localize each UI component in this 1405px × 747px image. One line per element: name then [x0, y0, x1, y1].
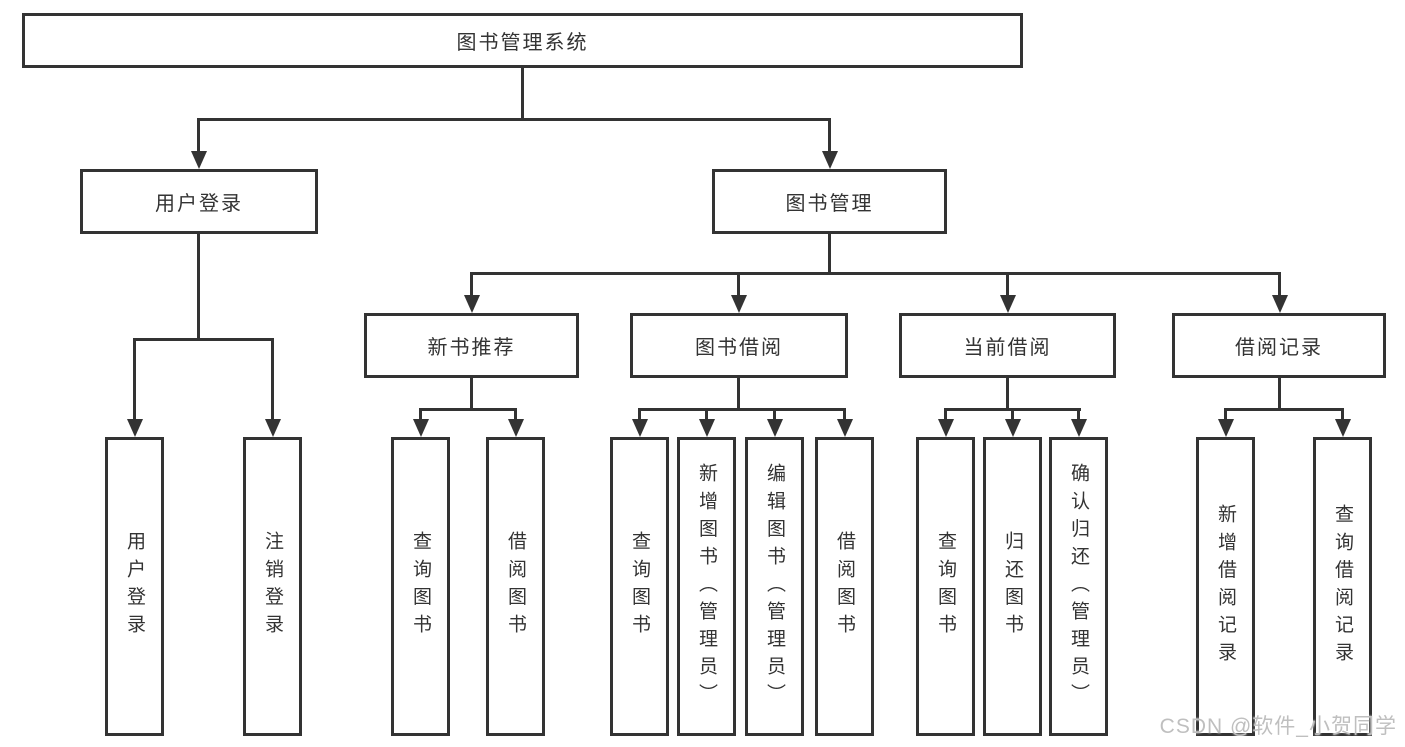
node-label: 用户登录 — [155, 193, 243, 215]
arrowhead-down-icon — [767, 419, 783, 437]
leaf-confirm-return-admin: 确认归还（管理员） — [1049, 437, 1108, 736]
node-label: 图书管理 — [785, 193, 874, 215]
connector-line — [197, 234, 200, 341]
connector-line — [737, 378, 740, 411]
connector-line — [197, 118, 200, 153]
leaf-user-login: 用户登录 — [105, 437, 164, 736]
leaf-label: 查询图书 — [629, 531, 650, 642]
leaf-label: 借阅图书 — [834, 531, 855, 642]
connector-line — [843, 408, 846, 421]
connector-line — [1006, 272, 1009, 297]
connector-line — [773, 408, 776, 421]
connector-line — [271, 338, 274, 421]
arrowhead-down-icon — [632, 419, 648, 437]
arrowhead-down-icon — [127, 419, 143, 437]
arrowhead-down-icon — [413, 419, 429, 437]
node-label: 借阅记录 — [1235, 337, 1323, 359]
leaf-query-books-2: 查询图书 — [610, 437, 669, 736]
connector-line — [705, 408, 708, 421]
connector-line — [1341, 408, 1344, 421]
connector-line — [133, 338, 136, 421]
connector-line — [1224, 408, 1344, 411]
connector-line — [419, 408, 517, 411]
arrowhead-down-icon — [822, 151, 838, 169]
node-root-label: 图书管理系统 — [456, 32, 589, 54]
connector-line — [828, 118, 831, 153]
arrowhead-down-icon — [699, 419, 715, 437]
arrowhead-down-icon — [1335, 419, 1351, 437]
node-label: 当前借阅 — [963, 337, 1052, 359]
connector-line — [737, 272, 740, 297]
leaf-label: 编辑图书（管理员） — [764, 462, 785, 711]
connector-line — [514, 408, 517, 421]
leaf-add-borrow-record: 新增借阅记录 — [1196, 437, 1255, 736]
leaf-query-books-1: 查询图书 — [391, 437, 450, 736]
leaf-label: 新增图书（管理员） — [696, 462, 717, 711]
leaf-label: 注销登录 — [262, 531, 283, 642]
connector-line — [1011, 408, 1014, 421]
connector-line — [521, 68, 524, 121]
leaf-query-borrow-record: 查询借阅记录 — [1313, 437, 1372, 736]
connector-line — [638, 408, 846, 411]
leaf-borrow-books-1: 借阅图书 — [486, 437, 545, 736]
connector-line — [470, 378, 473, 411]
arrowhead-down-icon — [837, 419, 853, 437]
connector-line — [1077, 408, 1080, 421]
node-book-management-module: 图书管理 — [712, 169, 947, 234]
leaf-label: 归还图书 — [1002, 531, 1023, 642]
leaf-label: 确认归还（管理员） — [1068, 462, 1089, 711]
arrowhead-down-icon — [265, 419, 281, 437]
connector-line — [198, 118, 831, 121]
node-current-borrowing: 当前借阅 — [899, 313, 1116, 378]
arrowhead-down-icon — [731, 295, 747, 313]
leaf-label: 新增借阅记录 — [1215, 503, 1236, 670]
arrowhead-down-icon — [508, 419, 524, 437]
leaf-edit-books-admin: 编辑图书（管理员） — [745, 437, 804, 736]
arrowhead-down-icon — [191, 151, 207, 169]
arrowhead-down-icon — [1005, 419, 1021, 437]
node-root: 图书管理系统 — [22, 13, 1023, 68]
node-label: 图书借阅 — [695, 337, 783, 359]
connector-line — [470, 272, 1281, 275]
connector-line — [828, 234, 831, 275]
leaf-return-books: 归还图书 — [983, 437, 1042, 736]
connector-line — [419, 408, 422, 421]
node-borrowing-records: 借阅记录 — [1172, 313, 1386, 378]
arrowhead-down-icon — [938, 419, 954, 437]
arrowhead-down-icon — [1218, 419, 1234, 437]
leaf-borrow-books-2: 借阅图书 — [815, 437, 874, 736]
node-label: 新书推荐 — [427, 337, 516, 359]
leaf-add-books-admin: 新增图书（管理员） — [677, 437, 736, 736]
leaf-logout: 注销登录 — [243, 437, 302, 736]
csdn-watermark: CSDN @软件_小贺同学 — [1159, 715, 1397, 738]
leaf-query-books-3: 查询图书 — [916, 437, 975, 736]
connector-line — [1224, 408, 1227, 421]
connector-line — [1278, 272, 1281, 297]
leaf-label: 查询图书 — [410, 531, 431, 642]
leaf-label: 查询借阅记录 — [1332, 503, 1353, 670]
connector-line — [133, 338, 274, 341]
leaf-label: 借阅图书 — [505, 531, 526, 642]
connector-line — [638, 408, 641, 421]
connector-line — [470, 272, 473, 297]
node-new-book-recommend: 新书推荐 — [364, 313, 579, 378]
node-book-borrowing: 图书借阅 — [630, 313, 848, 378]
connector-line — [1006, 378, 1009, 411]
leaf-label: 用户登录 — [124, 531, 145, 642]
arrowhead-down-icon — [1071, 419, 1087, 437]
leaf-label: 查询图书 — [935, 531, 956, 642]
connector-line — [944, 408, 947, 421]
arrowhead-down-icon — [1272, 295, 1288, 313]
arrowhead-down-icon — [1000, 295, 1016, 313]
connector-line — [1278, 378, 1281, 411]
node-user-login-module: 用户登录 — [80, 169, 318, 234]
arrowhead-down-icon — [464, 295, 480, 313]
